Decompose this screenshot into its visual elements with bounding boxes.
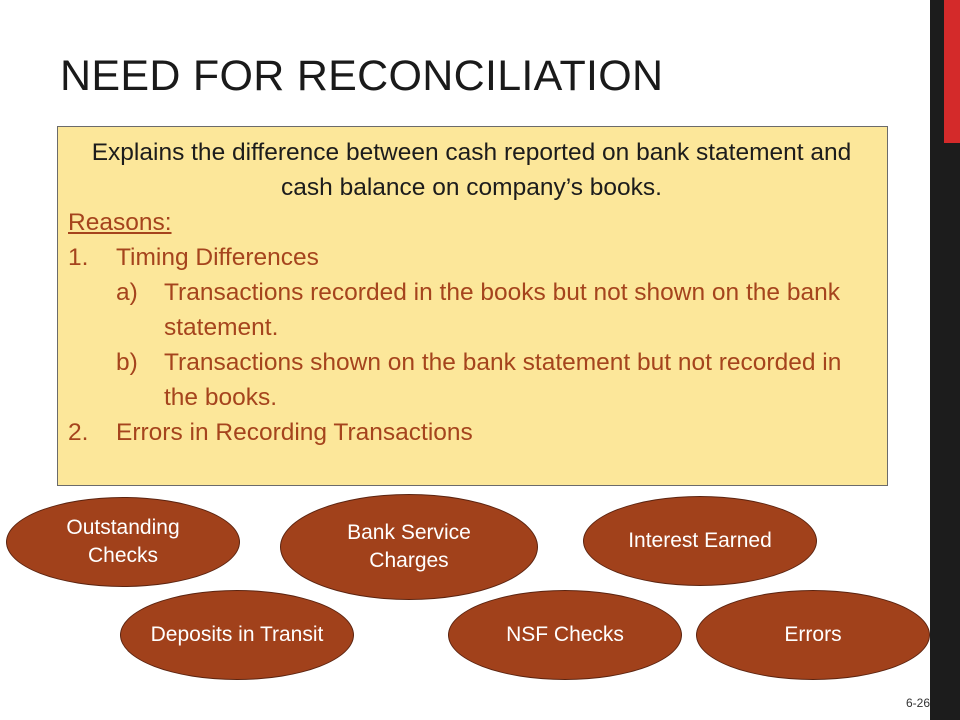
reason-subitem: b) Transactions shown on the bank statem… — [68, 345, 875, 415]
oval-label: Interest Earned — [628, 529, 772, 552]
oval-label: Deposits in Transit — [150, 623, 324, 646]
oval-nsf-checks: NSF Checks — [448, 590, 682, 680]
lead-text: Explains the difference between cash rep… — [91, 139, 852, 201]
oval-interest-earned: Interest Earned — [583, 496, 817, 586]
reason-item: 1. Timing Differences — [68, 240, 875, 275]
oval-label: Bank Service Charges — [347, 521, 471, 572]
reason-text: Transactions recorded in the books but n… — [164, 279, 840, 341]
reason-text: Transactions shown on the bank statement… — [164, 349, 842, 411]
page-number: 6-26 — [906, 696, 931, 710]
list-marker: b) — [116, 349, 138, 376]
reason-item: 2. Errors in Recording Transactions — [68, 415, 875, 450]
oval-outstanding-checks: Outstanding Checks — [6, 497, 240, 587]
oval-label: Outstanding Checks — [66, 516, 180, 567]
slide-title: NEED FOR RECONCILIATION — [60, 52, 664, 100]
reason-text: Errors in Recording Transactions — [116, 419, 473, 446]
list-marker: a) — [116, 279, 138, 306]
reasons-label: Reasons: — [68, 209, 172, 236]
reason-subitem: a) Transactions recorded in the books bu… — [68, 275, 875, 345]
oval-deposits-in-transit: Deposits in Transit — [120, 590, 354, 680]
oval-label: Errors — [784, 623, 842, 646]
oval-bank-service-charges: Bank Service Charges — [280, 494, 538, 600]
sidebar-accent — [944, 0, 960, 143]
oval-errors: Errors — [696, 590, 930, 680]
oval-label: NSF Checks — [506, 623, 624, 646]
list-marker: 1. — [68, 244, 89, 271]
reason-text: Timing Differences — [116, 244, 319, 271]
list-marker: 2. — [68, 419, 89, 446]
info-box: Explains the difference between cash rep… — [57, 126, 888, 486]
